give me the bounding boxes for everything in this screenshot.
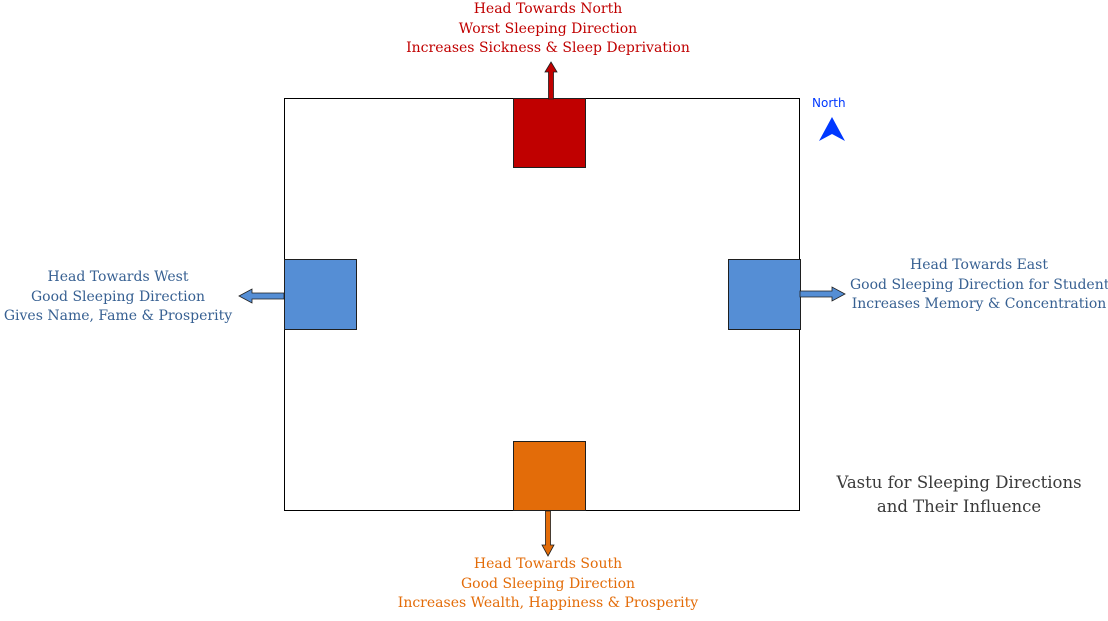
east-effect: Increases Memory & Concentration bbox=[851, 296, 1107, 312]
west-arrow bbox=[238, 288, 285, 304]
compass-label: North bbox=[812, 96, 846, 110]
east-description: Head Towards East Good Sleeping Directio… bbox=[850, 256, 1108, 315]
east-heading: Head Towards East bbox=[910, 257, 1048, 273]
south-arrow-shape bbox=[541, 510, 555, 557]
east-arrow bbox=[799, 286, 846, 302]
west-arrow-shape bbox=[238, 288, 285, 304]
south-block bbox=[513, 441, 586, 511]
south-heading: Head Towards South bbox=[473, 556, 623, 572]
north-arrow-icon bbox=[819, 117, 845, 141]
north-effect: Increases Sickness & Sleep Deprivation bbox=[406, 40, 690, 56]
title-line-2: and Their Influence bbox=[876, 497, 1042, 516]
diagram-title: Vastu for Sleeping Directions and Their … bbox=[820, 471, 1098, 519]
west-effect: Gives Name, Fame & Prosperity bbox=[3, 308, 233, 324]
south-effect: Increases Wealth, Happiness & Prosperity bbox=[397, 595, 699, 611]
north-description: Head Towards North Worst Sleeping Direct… bbox=[398, 0, 698, 59]
west-verdict: Good Sleeping Direction bbox=[30, 288, 206, 305]
north-arrow bbox=[544, 61, 558, 100]
south-description: Head Towards South Good Sleeping Directi… bbox=[392, 555, 704, 614]
east-verdict: Good Sleeping Direction for Students bbox=[850, 276, 1108, 293]
east-block bbox=[728, 259, 801, 330]
north-heading: Head Towards North bbox=[473, 1, 623, 17]
west-description: Head Towards West Good Sleeping Directio… bbox=[0, 268, 236, 327]
title-line-1: Vastu for Sleeping Directions bbox=[836, 473, 1082, 492]
north-verdict: Worst Sleeping Direction bbox=[458, 20, 638, 37]
north-block bbox=[513, 98, 586, 168]
north-arrow-shape bbox=[544, 61, 558, 100]
west-heading: Head Towards West bbox=[47, 269, 189, 285]
north-arrow-icon-shape bbox=[819, 117, 845, 141]
west-block bbox=[284, 259, 357, 330]
south-verdict: Good Sleeping Direction bbox=[460, 575, 636, 592]
east-arrow-shape bbox=[799, 286, 846, 302]
south-arrow bbox=[541, 510, 555, 557]
